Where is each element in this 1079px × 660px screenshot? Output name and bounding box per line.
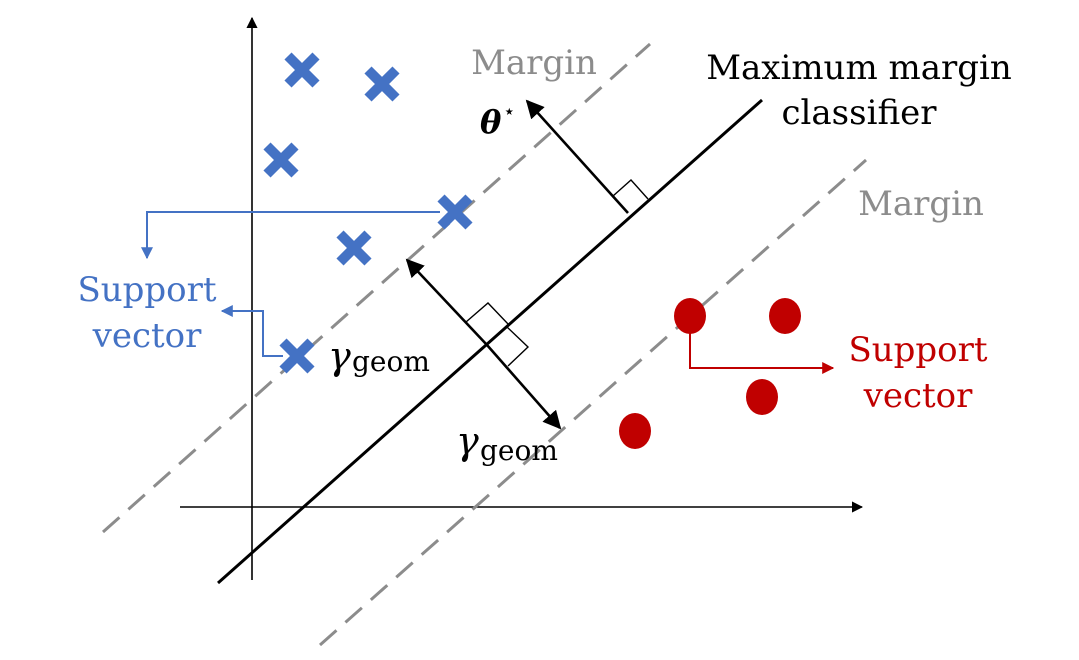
blue-cross-point (279, 338, 315, 374)
support-vector-left-connector-bottom (220, 305, 283, 357)
gamma-subscript-left: geom (352, 345, 430, 378)
support-vector-right-label-line1: Support (848, 330, 987, 370)
blue-cross-point (437, 194, 473, 230)
margin-label-right: Margin (858, 184, 984, 224)
theta-superscript: ⋆ (503, 99, 516, 123)
gamma-label-bottom: γ (456, 419, 479, 463)
theta-vector (525, 99, 629, 214)
blue-cross-point (336, 230, 372, 266)
support-vector-right-connector (689, 333, 835, 374)
theta-right-angle (612, 179, 649, 200)
support-vector-right-label-line2: vector (863, 376, 974, 416)
gamma-right-angle-upper (465, 302, 510, 326)
support-vector-left-label-line1: Support (77, 270, 216, 310)
gamma-arrow-up (405, 258, 488, 346)
support-vector-left-label-line2: vector (92, 316, 203, 356)
blue-cross-point (364, 66, 400, 102)
red-dot-point (769, 298, 801, 334)
margin-label-top: Margin (471, 43, 597, 83)
upper-margin-line (102, 42, 651, 534)
red-dot-point (674, 298, 706, 334)
lower-margin-line (319, 158, 867, 647)
gamma-subscript-bottom: geom (480, 434, 558, 467)
blue-cross-point (284, 52, 320, 88)
gamma-right-angle-lower (506, 326, 530, 367)
red-dot-point (619, 413, 651, 449)
classifier-label-line1: Maximum margin (706, 48, 1012, 88)
support-vector-left-connector-top (141, 211, 440, 260)
gamma-arrow-down (486, 344, 562, 430)
red-dot-point (746, 379, 778, 415)
theta-label: θ (480, 103, 502, 141)
classifier-line (217, 98, 763, 585)
blue-cross-point (263, 142, 299, 178)
classifier-label-line2: classifier (781, 93, 937, 133)
gamma-label-left: γ (328, 334, 351, 378)
